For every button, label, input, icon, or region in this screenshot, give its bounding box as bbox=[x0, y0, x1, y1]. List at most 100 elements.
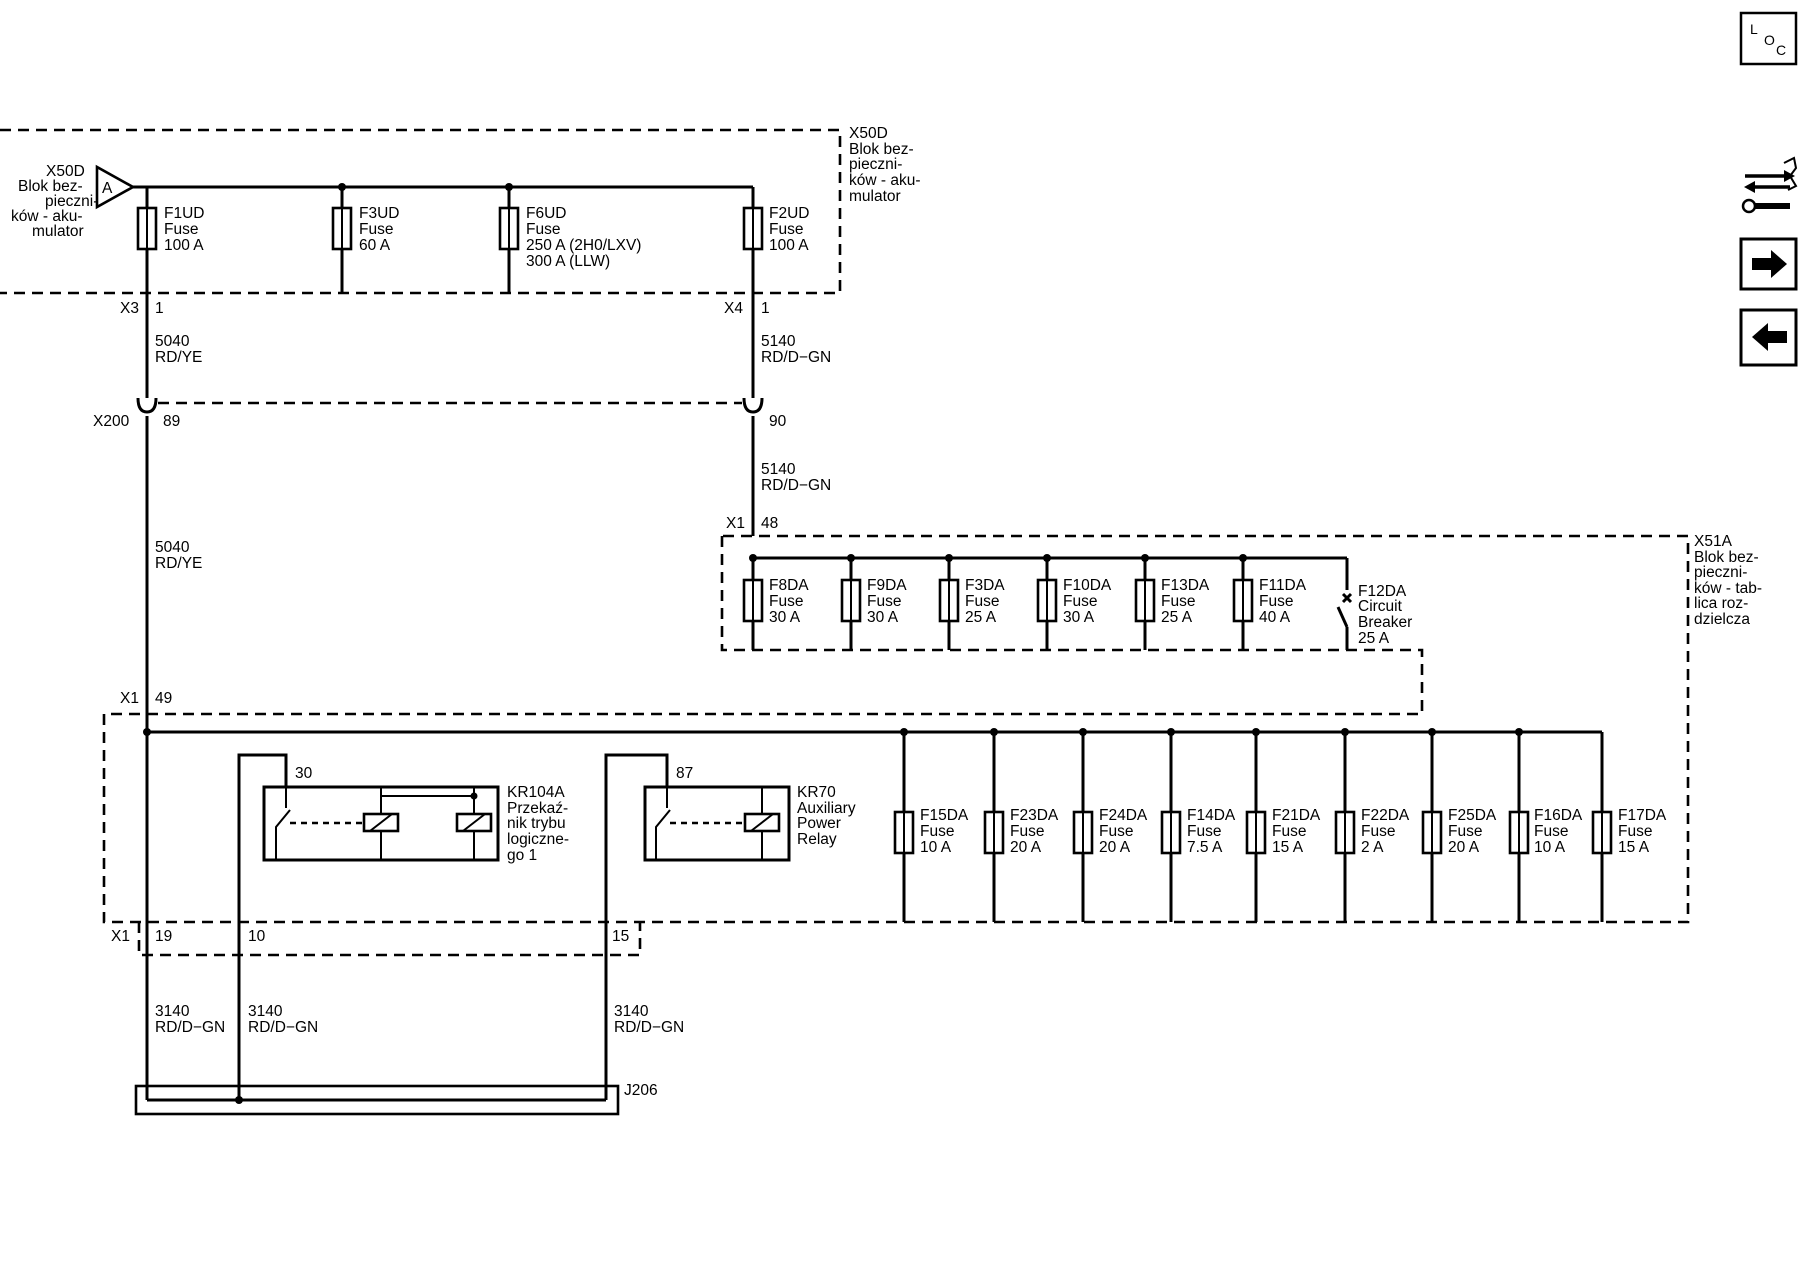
connector-pin: 1 bbox=[155, 300, 164, 317]
connector-pin: 1 bbox=[761, 300, 770, 317]
fuse-label-line: 20 A bbox=[1448, 839, 1480, 856]
fuse-label-line: F1UD bbox=[164, 205, 204, 222]
fuse-label-line: Fuse bbox=[526, 221, 560, 238]
arrow-right-icon bbox=[1752, 250, 1787, 278]
fuse-label-line: F6UD bbox=[526, 205, 566, 222]
breaker-label-line: F12DA bbox=[1358, 583, 1407, 600]
relay-label-line: KR70 bbox=[797, 784, 836, 801]
fuse-f21da: F21DA Fuse 15 A bbox=[1245, 807, 1321, 856]
connector-name: X1 bbox=[120, 690, 139, 707]
fuse-label-line: Fuse bbox=[867, 593, 901, 610]
label-line: Blok bez- bbox=[849, 141, 914, 158]
label-line: X50D bbox=[46, 163, 85, 180]
fuse-label-line: 7.5 A bbox=[1187, 839, 1223, 856]
fuse-label-line: F23DA bbox=[1010, 807, 1059, 824]
fuse-label-line: 15 A bbox=[1272, 839, 1304, 856]
label-line: pieczni- bbox=[849, 156, 902, 173]
wire-5140-lower-label: 5140 RD/D−GN bbox=[761, 461, 831, 494]
label-line: mulator bbox=[849, 188, 901, 205]
fuse-f1ud: F1UD Fuse 100 A bbox=[136, 205, 204, 254]
wire-circuit: 3140 bbox=[614, 1003, 649, 1020]
label-line: mulator bbox=[32, 223, 84, 240]
wire-color: RD/D−GN bbox=[614, 1019, 684, 1036]
fuse-f13da: F13DA Fuse 25 A bbox=[1134, 577, 1210, 626]
source-triangle bbox=[95, 164, 136, 210]
fuse-label-line: Fuse bbox=[769, 221, 803, 238]
fuse-label-line: 10 A bbox=[920, 839, 952, 856]
x50d-left-label: X50D Blok bez- pieczni- ków - aku- mulat… bbox=[11, 163, 98, 240]
label-line: ków - aku- bbox=[849, 172, 921, 189]
relay-kr104a: 30 KR104A Przekaź- nik trybu logiczne- g… bbox=[237, 753, 569, 1100]
fuse-label-line: 250 A (2H0/LXV) bbox=[526, 237, 641, 254]
relay-pin: 30 bbox=[295, 765, 313, 782]
loc-letter-c: C bbox=[1776, 42, 1786, 58]
fuse-label-line: 60 A bbox=[359, 237, 391, 254]
connector-name: X200 bbox=[93, 413, 130, 430]
fuse-f25da: F25DA Fuse 20 A bbox=[1421, 807, 1497, 856]
fuse-label-line: 300 A (LLW) bbox=[526, 253, 610, 270]
x50d-right-label: X50D Blok bez- pieczni- ków - aku- mulat… bbox=[849, 125, 921, 205]
fuse-label-line: F10DA bbox=[1063, 577, 1112, 594]
fuse-label-line: Fuse bbox=[920, 823, 954, 840]
circuit-breaker-f12da: F12DA Circuit Breaker 25 A bbox=[1336, 558, 1412, 650]
relay-label-line: Power bbox=[797, 815, 841, 832]
fuse-label-line: F9DA bbox=[867, 577, 907, 594]
x51a-upper-section: X1 48 X51A Blok bez- pieczni- ków - tab-… bbox=[102, 515, 1762, 924]
fuse-f11da: F11DA Fuse 40 A bbox=[1232, 577, 1307, 626]
fuse-label-line: F21DA bbox=[1272, 807, 1321, 824]
connector-pin: 19 bbox=[155, 928, 172, 945]
connector-pin: 49 bbox=[155, 690, 172, 707]
wire-color: RD/D−GN bbox=[761, 349, 831, 366]
source-letter: A bbox=[102, 180, 113, 197]
wire-circuit: 3140 bbox=[155, 1003, 190, 1020]
x50d-fuse-block: A X50D Blok bez- pieczni- ków - aku- mul… bbox=[0, 125, 921, 295]
label-line: Blok bez- bbox=[1694, 549, 1759, 566]
label-line: ków - aku- bbox=[11, 208, 83, 225]
relay-label-line: go 1 bbox=[507, 847, 537, 864]
fuse-f17da: F17DA Fuse 15 A bbox=[1591, 807, 1667, 856]
splice-name: J206 bbox=[624, 1082, 658, 1099]
loc-button[interactable]: L O C bbox=[1739, 11, 1798, 66]
fuse-label-line: F8DA bbox=[769, 577, 809, 594]
fuse-f14da: F14DA Fuse 7.5 A bbox=[1160, 807, 1236, 856]
arrow-left-icon bbox=[1752, 323, 1787, 351]
fuse-label-line: F17DA bbox=[1618, 807, 1667, 824]
fuse-label-line: F3UD bbox=[359, 205, 399, 222]
connector-pin: 89 bbox=[163, 413, 180, 430]
wire-3140-b-label: 3140 RD/D−GN bbox=[248, 1003, 318, 1036]
fuse-label-line: 15 A bbox=[1618, 839, 1650, 856]
next-page-button[interactable] bbox=[1739, 237, 1798, 291]
label-line: X50D bbox=[849, 125, 888, 142]
fuse-label-line: F14DA bbox=[1187, 807, 1236, 824]
relay-label-line: Relay bbox=[797, 831, 837, 848]
fuse-label-line: F11DA bbox=[1259, 577, 1307, 594]
prev-page-button[interactable] bbox=[1739, 308, 1798, 367]
fuse-f23da: F23DA Fuse 20 A bbox=[983, 807, 1059, 856]
fuse-label-line: 20 A bbox=[1099, 839, 1131, 856]
fuse-f6ud: F6UD Fuse 250 A (2H0/LXV) 300 A (LLW) bbox=[498, 205, 641, 270]
fuse-f8da: F8DA Fuse 30 A bbox=[742, 577, 809, 626]
connector-pin: 90 bbox=[769, 413, 787, 430]
connector-x3: X3 1 bbox=[120, 300, 164, 317]
wire-5140-upper-label: 5140 RD/D−GN bbox=[761, 333, 831, 366]
connector-x1-bottom: X1 19 10 15 bbox=[111, 922, 642, 957]
fuse-label-line: F13DA bbox=[1161, 577, 1210, 594]
connector-tool-icon[interactable] bbox=[1741, 156, 1798, 214]
fuse-label-line: 40 A bbox=[1259, 609, 1291, 626]
connector-name: X4 bbox=[724, 300, 743, 317]
fuse-label-line: Fuse bbox=[1063, 593, 1097, 610]
loc-letter-o: O bbox=[1764, 32, 1775, 48]
fuse-label-line: Fuse bbox=[164, 221, 198, 238]
wire-color: RD/YE bbox=[155, 555, 202, 572]
fuse-label-line: 30 A bbox=[769, 609, 801, 626]
wire-circuit: 5140 bbox=[761, 333, 796, 350]
connector-x200: X200 89 90 bbox=[93, 397, 787, 732]
wire-color: RD/D−GN bbox=[761, 477, 831, 494]
connector-x1-pin49: X1 49 bbox=[120, 690, 172, 707]
wire-5040-lower-label: 5040 RD/YE bbox=[155, 539, 202, 572]
wire-color: RD/D−GN bbox=[155, 1019, 225, 1036]
wire-5040-upper-label: 5040 RD/YE bbox=[155, 333, 202, 366]
fuse-f9da: F9DA Fuse 30 A bbox=[840, 577, 907, 626]
fuse-f3da: F3DA Fuse 25 A bbox=[938, 577, 1005, 626]
connector-pin: 15 bbox=[612, 928, 629, 945]
